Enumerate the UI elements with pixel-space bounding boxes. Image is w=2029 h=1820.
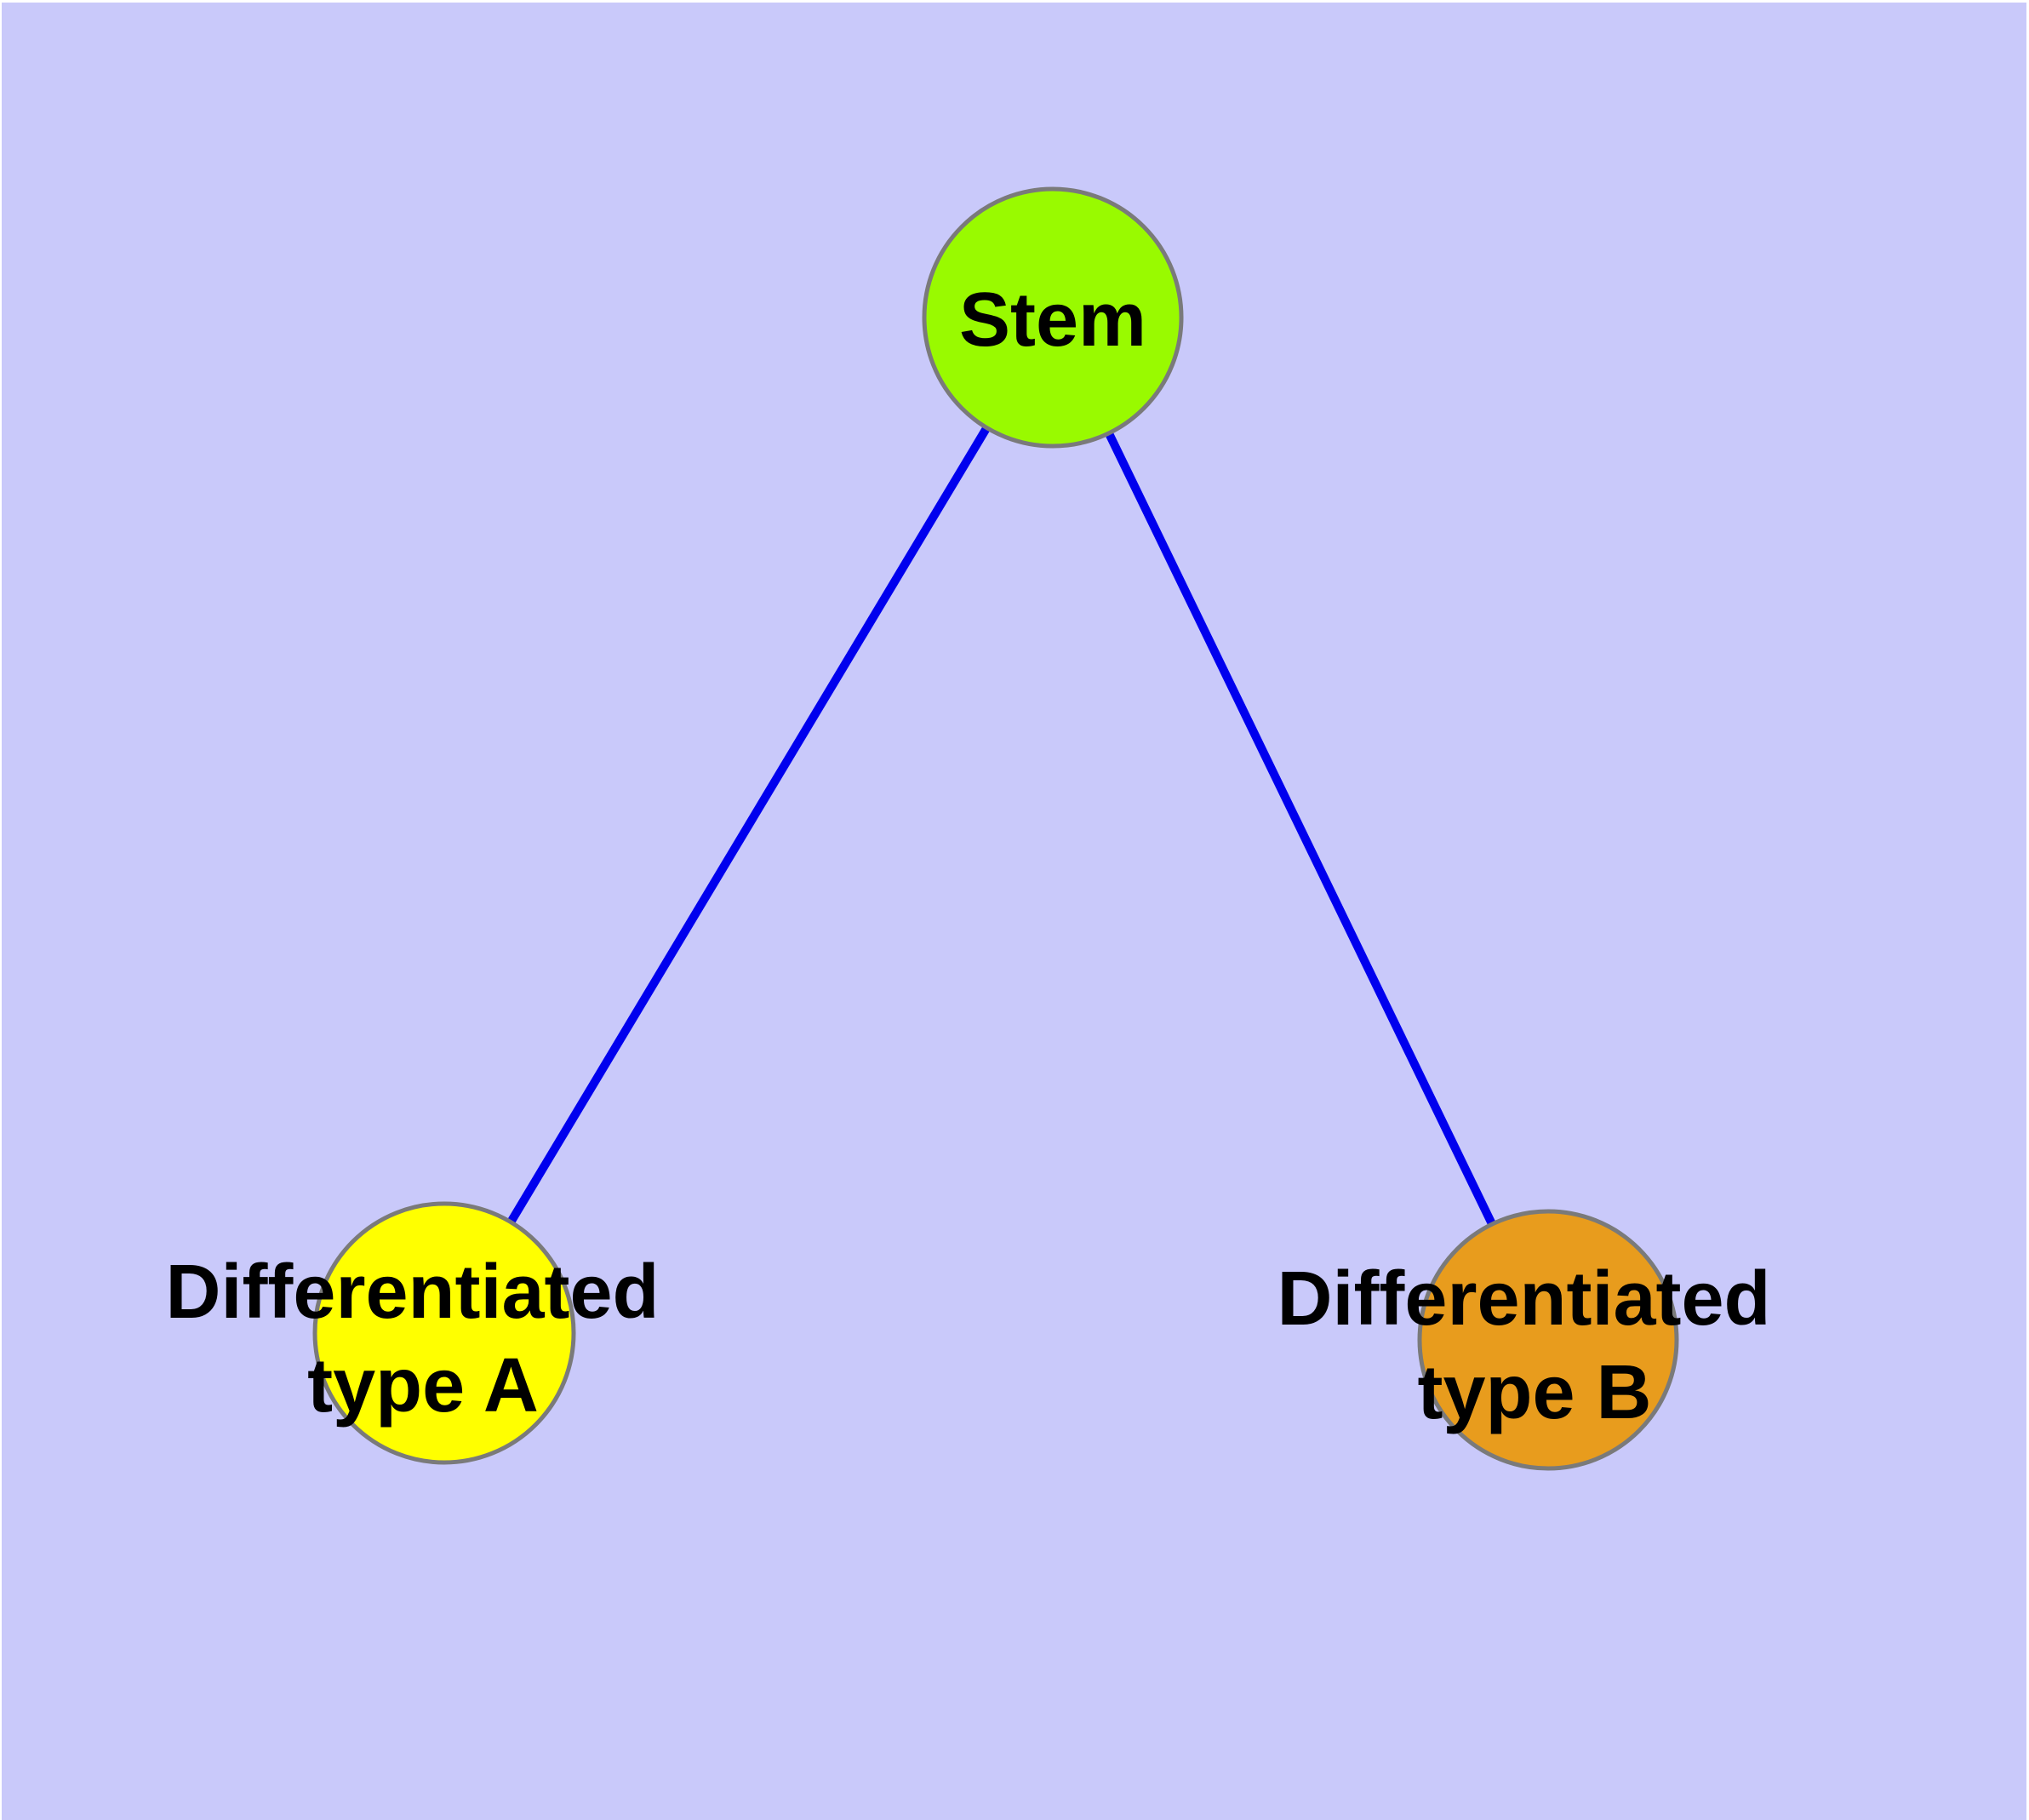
type-b-label-line1: Differentiated (1277, 1256, 1770, 1342)
stem-node (922, 186, 1184, 449)
type-a-node-label: Differentiated type A (165, 1250, 680, 1428)
edge-stem-to-type-a (440, 315, 1057, 1336)
stem-node-label: Stem (959, 278, 1146, 363)
type-b-node (1417, 1209, 1679, 1471)
type-a-node (312, 1201, 576, 1465)
type-b-label-line2: type B (1417, 1350, 1651, 1435)
type-a-label-line1: Differentiated (165, 1250, 659, 1335)
type-a-label-line2: type A (307, 1343, 539, 1428)
edge-stem-to-type-b (1049, 315, 1552, 1342)
type-b-node-label: Differentiated type B (1277, 1256, 1792, 1435)
